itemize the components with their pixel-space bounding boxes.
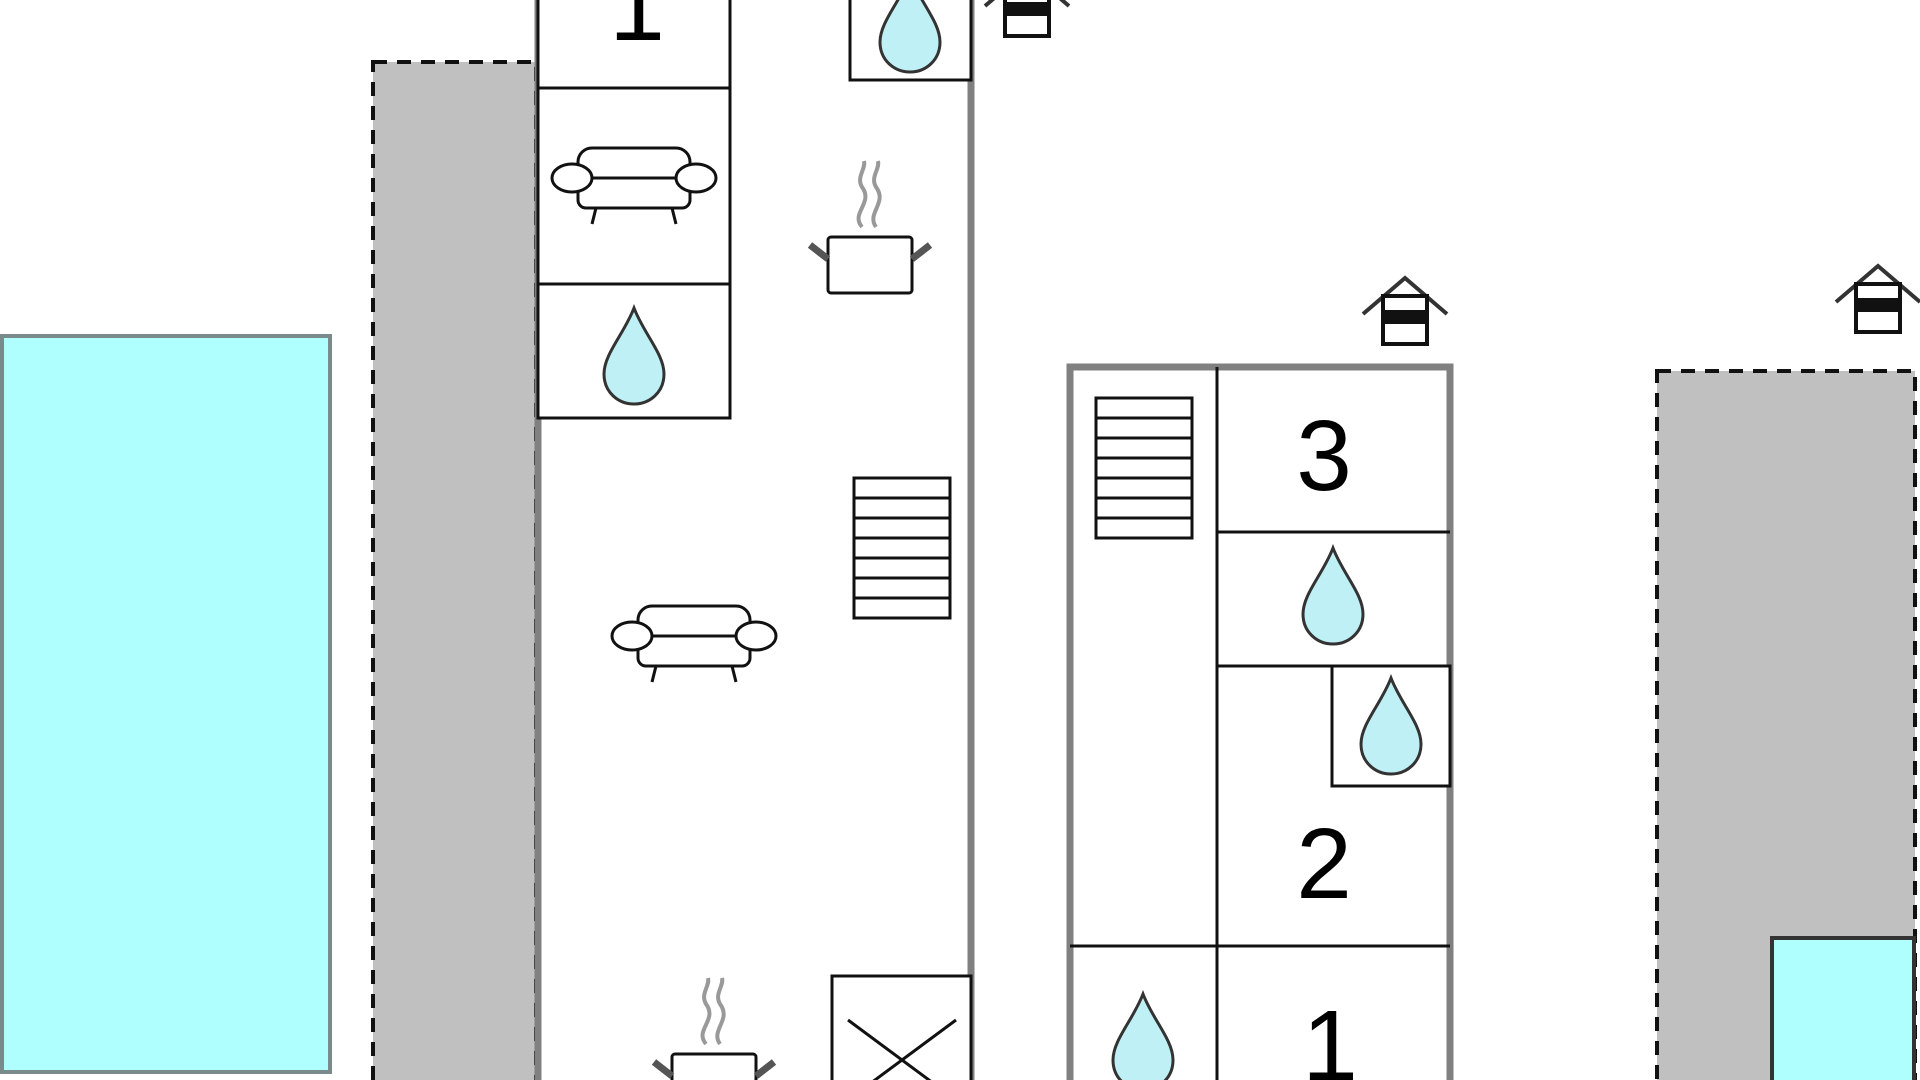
pool-right [1770,936,1916,1080]
entrance-house-icon [983,0,1071,38]
room-label-right-upper: 3 [1296,400,1352,512]
room-label-top-partial: 1 [609,0,665,62]
room-label-right-middle: 2 [1296,808,1352,920]
stairs-icon [852,476,952,620]
kitchen-pot-icon [654,978,774,1080]
void-cross-icon [830,974,973,1080]
terrace-left [371,60,538,1080]
entrance-house-icon [1361,276,1449,346]
entrance-house-icon [1834,264,1920,334]
kitchen-pot-icon [810,161,930,293]
room-label-right-lower: 1 [1302,990,1358,1080]
stairs-icon [1094,396,1194,540]
pool-left [0,334,332,1074]
sofa-icon [610,604,778,684]
